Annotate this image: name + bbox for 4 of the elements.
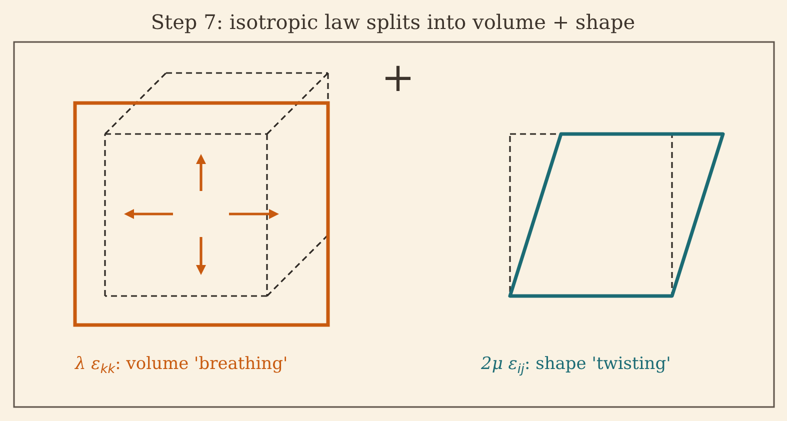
volume-caption: λ ε$_{kk}$: volume 'breathing' — [75, 355, 288, 375]
diagram-title: Step 7: isotropic law splits into volume + shape — [150, 11, 636, 34]
shape-caption: 2μ ε$_{ij}$: shape 'twisting' — [481, 355, 671, 375]
plus-sign: + — [381, 58, 415, 98]
